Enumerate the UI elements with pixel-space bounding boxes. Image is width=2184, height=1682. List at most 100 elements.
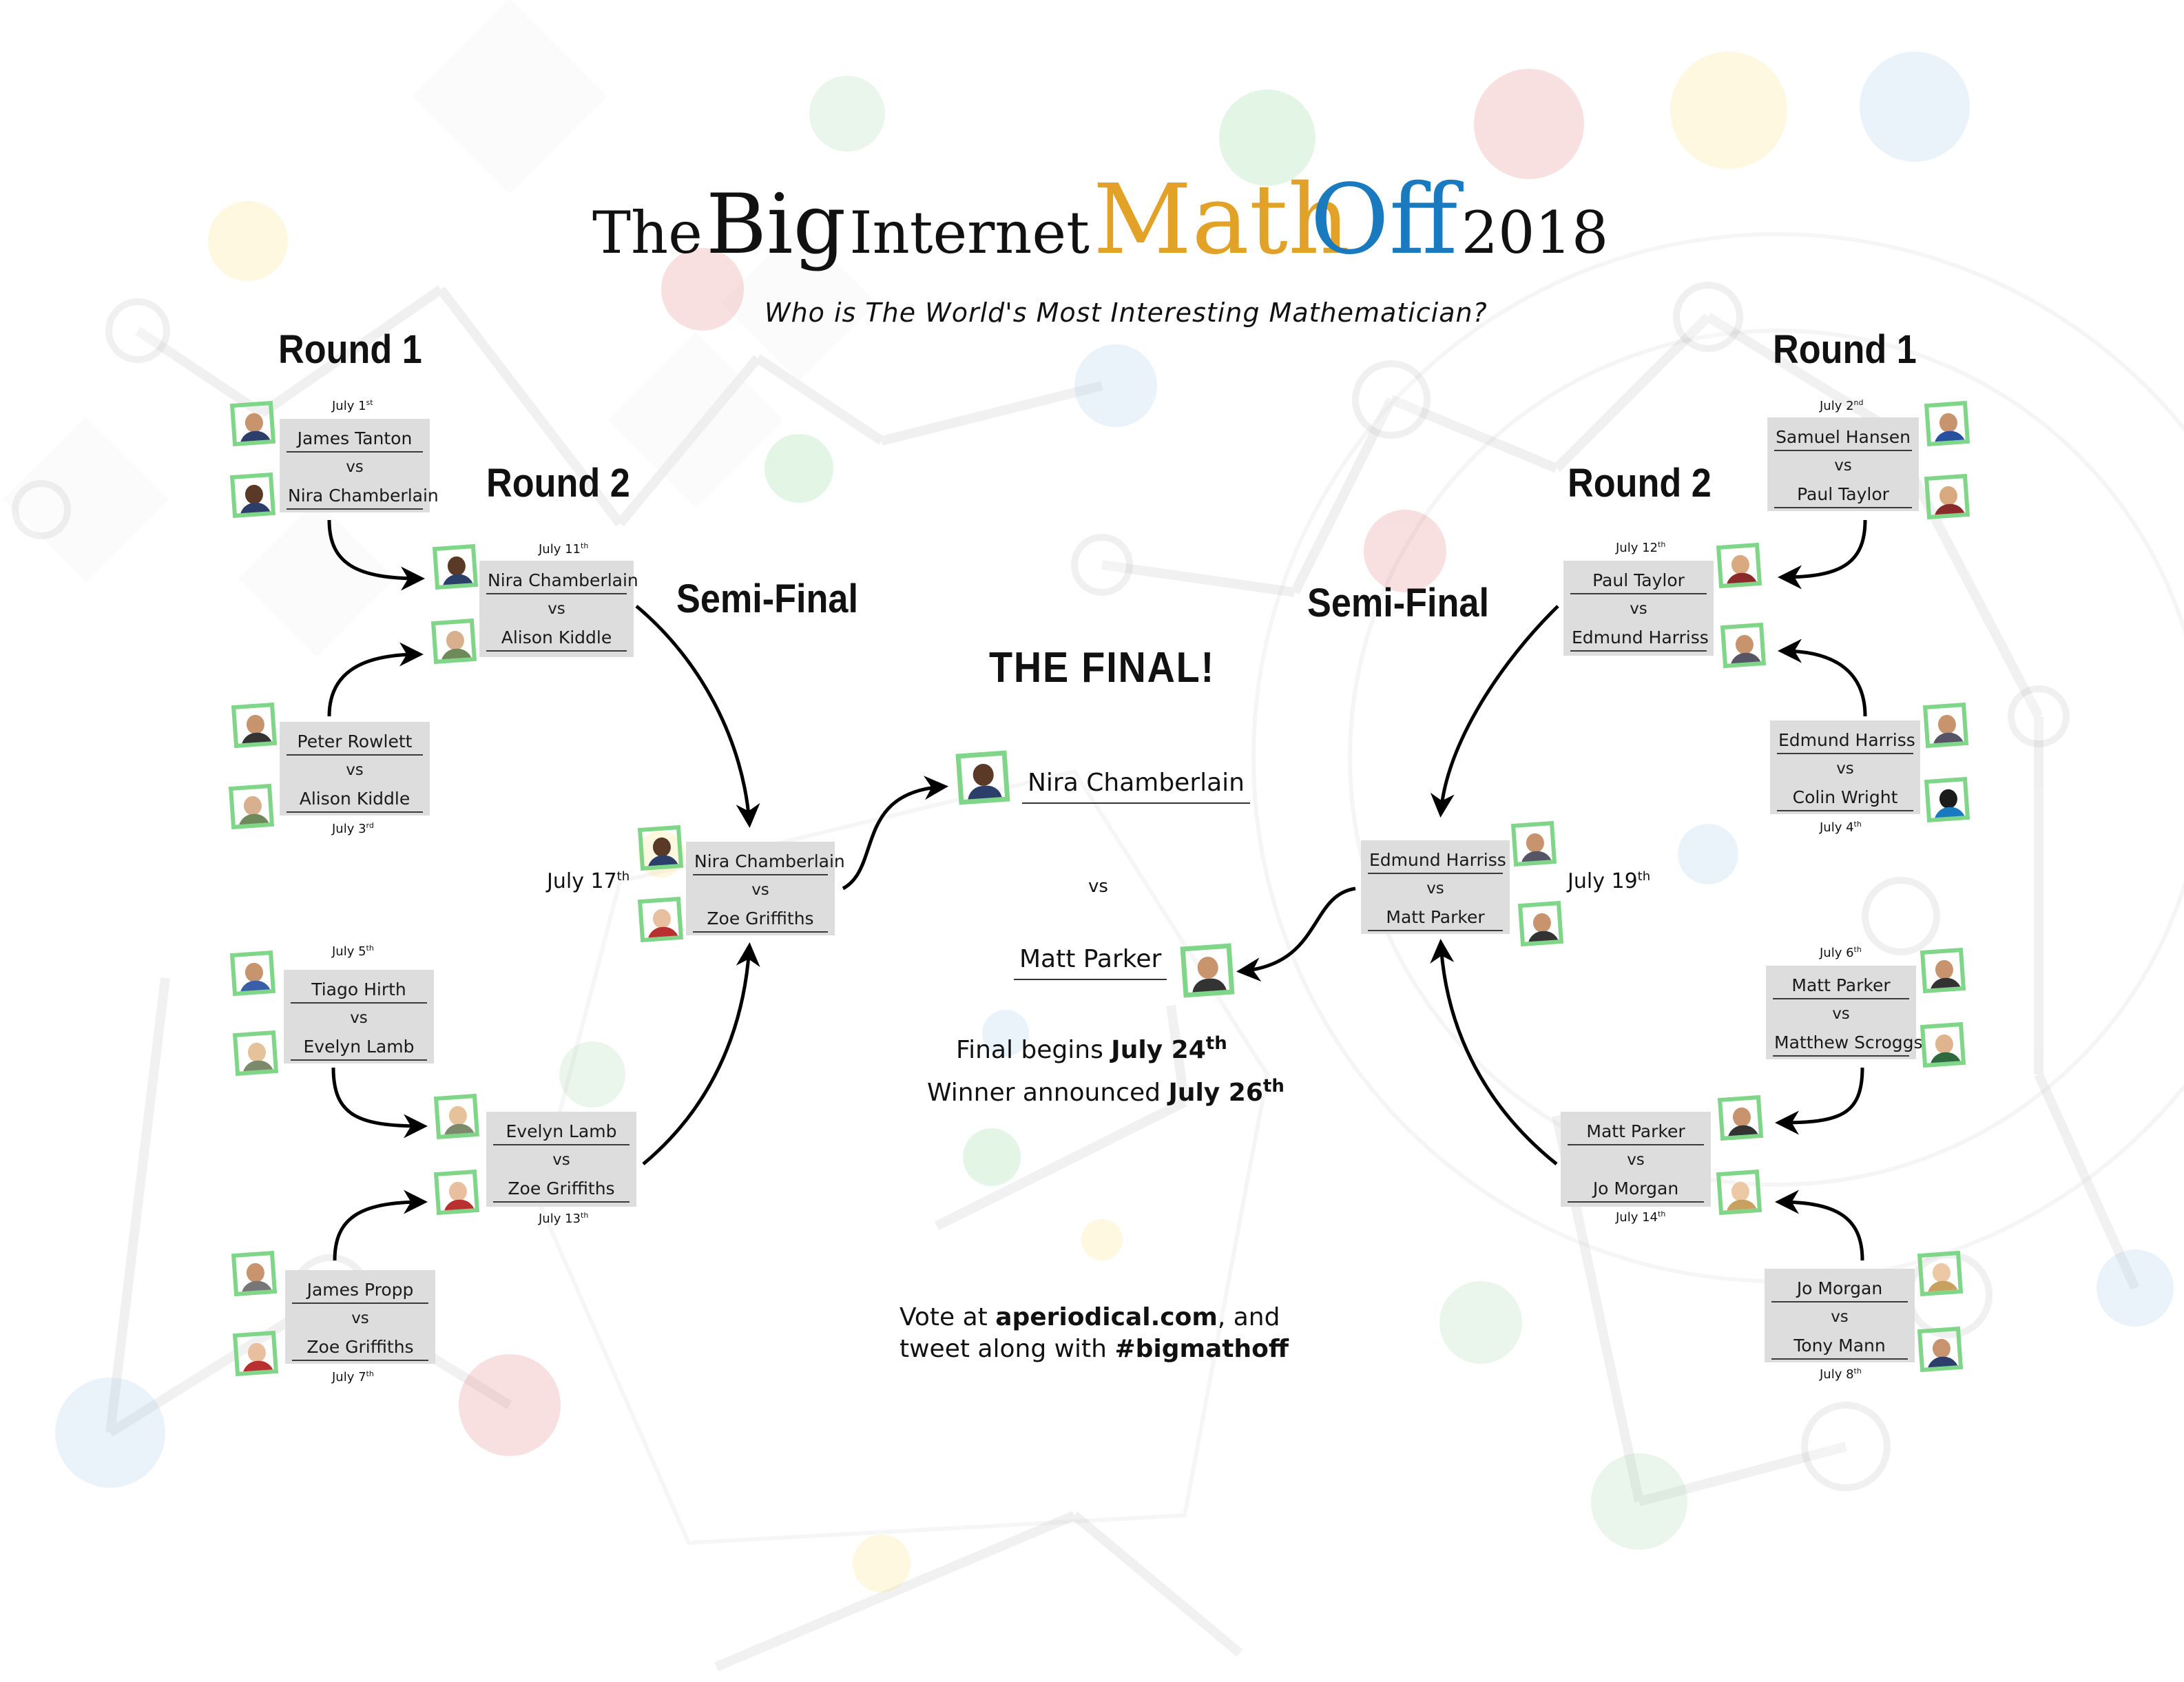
match-r1-propp[interactable]: James Propp vs Zoe Griffiths xyxy=(285,1270,435,1364)
avatar-edmund-harriss xyxy=(1720,622,1767,669)
match-r2-left-bottom[interactable]: Evelyn Lamb vs Zoe Griffiths xyxy=(486,1112,636,1207)
avatar-evelyn-lamb xyxy=(433,1093,480,1140)
vs-label: vs xyxy=(751,881,769,899)
arrow-semi-right-to-final xyxy=(1236,886,1356,982)
contestant-a: Matt Parker xyxy=(1568,1117,1704,1145)
match-r1-morgan[interactable]: Jo Morgan vs Tony Mann xyxy=(1765,1269,1915,1362)
contestant-b: Alison Kiddle xyxy=(486,623,627,652)
heading-semi-left: Semi-Final xyxy=(676,577,858,621)
avatar-nira-chamberlain xyxy=(955,750,1010,805)
contestant-b: Jo Morgan xyxy=(1568,1174,1704,1203)
avatar-jo-morgan xyxy=(1716,1169,1762,1216)
contestant-b: Edmund Harriss xyxy=(1570,623,1709,652)
avatar-matt-parker xyxy=(1920,947,1966,994)
contestant-a: Nira Chamberlain xyxy=(693,847,845,875)
arrow-r1-propp-to-r2 xyxy=(333,1190,428,1261)
date-r1-morgan: July 8th xyxy=(1820,1367,1862,1382)
date-r1-hirth: July 5th xyxy=(332,944,374,959)
date-r2-left-bottom: July 13th xyxy=(539,1211,589,1226)
title-internet: Internet xyxy=(849,199,1090,267)
final-contestant-b: Matt Parker xyxy=(1014,945,1167,980)
title-off: Off xyxy=(1310,164,1458,276)
match-r1-harriss[interactable]: Edmund Harriss vs Colin Wright xyxy=(1770,720,1920,814)
match-semi-right[interactable]: Edmund Harriss vs Matt Parker xyxy=(1361,840,1510,934)
contestant-a: Peter Rowlett xyxy=(287,727,423,756)
contestant-a: Evelyn Lamb xyxy=(493,1117,630,1145)
avatar-paul-taylor xyxy=(1716,542,1762,589)
vote-line-1: Vote at aperiodical.com, and xyxy=(899,1303,1280,1331)
arrow-r2-right-top-to-semi xyxy=(1430,605,1559,818)
subtitle: Who is The World's Most Interesting Math… xyxy=(765,298,1488,328)
avatar-edmund-harriss xyxy=(1922,702,1969,749)
avatar-nira-chamberlain xyxy=(637,824,684,871)
match-r1-tanton[interactable]: James Tanton vs Nira Chamberlain xyxy=(280,419,439,512)
vs-label: vs xyxy=(1627,1151,1645,1169)
date-r2-right-top: July 12th xyxy=(1616,540,1666,555)
contestant-b: Evelyn Lamb xyxy=(291,1032,427,1061)
contestant-a: Jo Morgan xyxy=(1771,1274,1908,1302)
contestant-b: Paul Taylor xyxy=(1774,480,1912,508)
vs-label: vs xyxy=(350,1009,368,1027)
avatar-tony-mann xyxy=(1917,1326,1964,1373)
arrow-r1-tanton-to-r2 xyxy=(327,519,425,591)
contestant-b: Zoe Griffiths xyxy=(493,1174,630,1203)
avatar-samuel-hansen xyxy=(1924,400,1970,447)
contestant-b: Matthew Scroggs xyxy=(1773,1028,1923,1057)
avatar-zoe-griffiths xyxy=(433,1169,480,1216)
aperiodical-link[interactable]: aperiodical.com xyxy=(995,1303,1218,1331)
contestant-a: Edmund Harriss xyxy=(1777,726,1915,754)
vote-callout: Vote at aperiodical.com, and tweet along… xyxy=(899,1302,1289,1365)
arrow-semi-left-to-final xyxy=(842,776,948,891)
arrow-r1-hansen-to-r2 xyxy=(1778,519,1867,590)
date-r1-hansen: July 2nd xyxy=(1820,398,1864,413)
vs-label: vs xyxy=(1426,880,1444,897)
title-big: Big xyxy=(705,177,846,273)
arrow-r1-hirth-to-r2 xyxy=(331,1067,428,1139)
contestant-b: Colin Wright xyxy=(1777,783,1913,811)
avatar-alison-kiddle xyxy=(430,618,477,665)
contestant-a: Matt Parker xyxy=(1773,971,1909,999)
avatar-matt-parker xyxy=(1517,900,1564,947)
vs-label: vs xyxy=(548,600,565,618)
vs-label: vs xyxy=(1834,457,1852,475)
match-semi-left[interactable]: Nira Chamberlain vs Zoe Griffiths xyxy=(686,842,845,935)
avatar-nira-chamberlain xyxy=(229,472,276,519)
match-r2-right-top[interactable]: Paul Taylor vs Edmund Harriss xyxy=(1563,561,1714,656)
contestant-b: Zoe Griffiths xyxy=(693,904,828,933)
match-r2-left-top[interactable]: Nira Chamberlain vs Alison Kiddle xyxy=(479,561,638,657)
match-r1-hansen[interactable]: Samuel Hansen vs Paul Taylor xyxy=(1767,417,1919,511)
avatar-tiago-hirth xyxy=(229,950,276,997)
heading-round2-right: Round 2 xyxy=(1568,461,1712,506)
date-semi-left: July 17th xyxy=(547,869,630,893)
match-r1-hirth[interactable]: Tiago Hirth vs Evelyn Lamb xyxy=(284,970,434,1063)
avatar-nira-chamberlain xyxy=(432,543,479,590)
match-r1-parker[interactable]: Matt Parker vs Matthew Scroggs xyxy=(1766,966,1923,1059)
avatar-evelyn-lamb xyxy=(232,1030,279,1077)
arrow-r2-left-top-to-semi xyxy=(635,605,760,828)
contestant-a: Nira Chamberlain xyxy=(486,566,638,594)
avatar-peter-rowlett xyxy=(231,702,278,749)
avatar-edmund-harriss xyxy=(1510,820,1557,867)
hashtag-link[interactable]: #bigmathoff xyxy=(1114,1335,1289,1363)
arrow-r1-harriss-to-r2 xyxy=(1778,638,1867,717)
date-semi-right: July 19th xyxy=(1568,869,1651,893)
contestant-a: Samuel Hansen xyxy=(1774,423,1912,451)
title-year: 2018 xyxy=(1461,199,1609,267)
heading-semi-right: Semi-Final xyxy=(1307,581,1489,625)
contestant-b: Alison Kiddle xyxy=(287,785,423,813)
arrow-r1-rowlett-to-r2 xyxy=(327,642,424,717)
avatar-james-propp xyxy=(231,1250,278,1297)
arrow-r2-right-bottom-to-semi xyxy=(1430,939,1558,1165)
contestant-a: James Tanton xyxy=(287,424,423,453)
contestant-b: Tony Mann xyxy=(1771,1331,1908,1360)
date-r1-rowlett: July 3rd xyxy=(332,821,374,836)
heading-final: THE FINAL! xyxy=(989,644,1215,692)
vote-line-2: tweet along with #bigmathoff xyxy=(899,1335,1289,1363)
match-r1-rowlett[interactable]: Peter Rowlett vs Alison Kiddle xyxy=(280,722,430,816)
match-r2-right-bottom[interactable]: Matt Parker vs Jo Morgan xyxy=(1561,1112,1711,1207)
date-r1-harriss: July 4th xyxy=(1820,820,1862,835)
date-r2-left-top: July 11th xyxy=(539,541,589,557)
avatar-alison-kiddle xyxy=(228,783,275,830)
date-r1-propp: July 7th xyxy=(332,1369,374,1384)
